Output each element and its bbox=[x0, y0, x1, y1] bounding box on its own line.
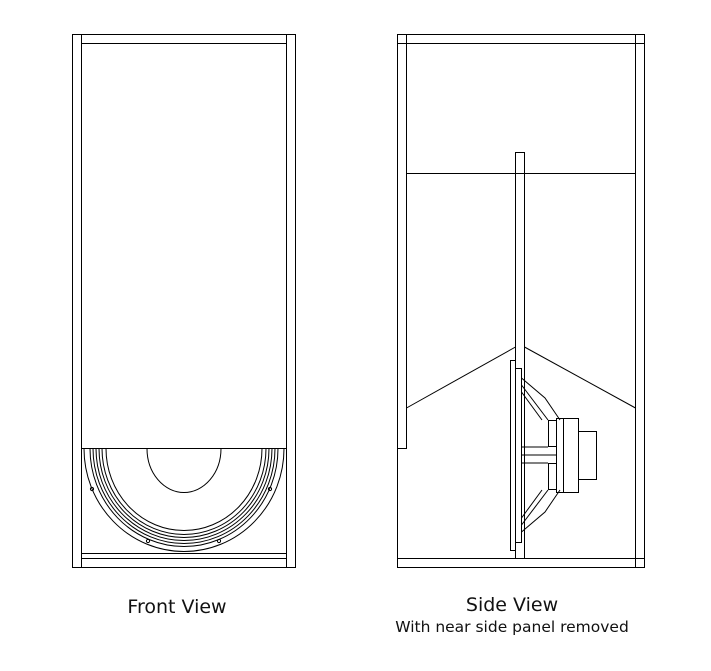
woofer-back-plate bbox=[578, 431, 597, 480]
side-view bbox=[397, 34, 645, 568]
mounting-bolt-3 bbox=[267, 486, 273, 492]
front-woofer bbox=[83, 448, 285, 552]
front-right-side-panel bbox=[286, 34, 296, 568]
horn-panel-right bbox=[524, 346, 636, 409]
woofer-surround-ring-2 bbox=[95, 448, 273, 541]
woofer-cone-edge bbox=[105, 448, 263, 531]
side-back-panel bbox=[635, 34, 645, 568]
woofer-frame-outline bbox=[83, 448, 285, 552]
woofer-cone-lower-2 bbox=[521, 489, 543, 519]
side-bottom-panel bbox=[397, 558, 645, 568]
mounting-bolt-1 bbox=[145, 538, 151, 544]
front-left-side-panel bbox=[72, 34, 82, 568]
woofer-mounting-flange bbox=[510, 360, 516, 551]
side-top-panel bbox=[397, 34, 645, 44]
woofer-magnet bbox=[563, 418, 579, 493]
woofer-basket-lower bbox=[521, 489, 561, 533]
woofer-basket-upper bbox=[521, 377, 561, 421]
woofer-basket-leg-lower bbox=[548, 463, 557, 490]
woofer-surround-ring-1 bbox=[92, 448, 276, 544]
woofer-cone-upper-1 bbox=[521, 384, 549, 421]
internal-divider-panel bbox=[515, 152, 525, 559]
side-woofer bbox=[510, 360, 597, 551]
woofer-cone-upper-2 bbox=[521, 391, 543, 421]
front-view bbox=[72, 34, 296, 568]
horn-panel-left bbox=[406, 346, 516, 409]
woofer-cone-lower-1 bbox=[521, 489, 549, 526]
front-top-panel bbox=[81, 34, 287, 44]
mounting-bolt-2 bbox=[216, 538, 222, 544]
front-bottom-panel bbox=[81, 558, 287, 568]
woofer-surround-ring-3 bbox=[98, 448, 270, 538]
front-view-caption: Front View bbox=[127, 596, 227, 618]
side-view-caption: Side View bbox=[465, 594, 559, 616]
side-view-subcaption: With near side panel removed bbox=[395, 618, 629, 636]
woofer-basket-leg-upper bbox=[548, 420, 557, 447]
mounting-bolt-4 bbox=[89, 486, 95, 492]
woofer-surround-ring-4 bbox=[101, 448, 267, 535]
woofer-dust-cap bbox=[146, 448, 222, 493]
woofer-basket-rim bbox=[515, 368, 522, 543]
side-front-panel bbox=[397, 34, 407, 449]
woofer-surround-outer bbox=[89, 448, 279, 547]
woofer-top-plate bbox=[556, 418, 564, 493]
